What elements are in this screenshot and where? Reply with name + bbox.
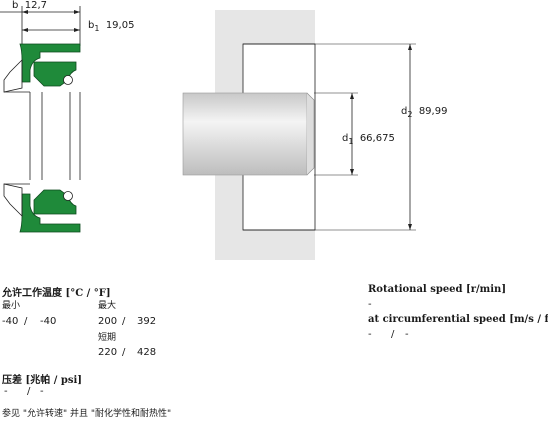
- circumferential-speed-a: -: [368, 329, 372, 340]
- d1-dimension-label: d1 66,675: [342, 133, 395, 146]
- d1-value: 66,675: [359, 133, 395, 144]
- temperature-min-sep: /: [24, 316, 28, 327]
- d2-value: 89,99: [418, 106, 448, 117]
- circumferential-speed-sep: /: [391, 329, 395, 340]
- temperature-max-f: 392: [137, 316, 157, 327]
- b1-value: 19,05: [105, 20, 135, 31]
- pressure-sep: /: [27, 386, 31, 397]
- d2-symbol: d: [401, 106, 408, 117]
- circumferential-speed-heading: at circumferential speed [m/s / ft/s]: [368, 314, 548, 325]
- d1-subscript: 1: [348, 137, 354, 146]
- seal-lower-profile: [3, 183, 81, 233]
- circumferential-speed-b: -: [405, 329, 409, 340]
- temperature-heading: 允许工作温度 [°C / °F]: [2, 288, 111, 299]
- pressure-value-a: -: [4, 386, 8, 397]
- b-dimension-label: b 12,7: [12, 0, 47, 11]
- shaft: [182, 92, 308, 176]
- d2-dimension-label: d2 89,99: [401, 106, 447, 119]
- temperature-min-c: -40: [2, 316, 19, 327]
- b1-symbol: b: [88, 20, 95, 31]
- temperature-max-sep: /: [122, 316, 126, 327]
- temperature-min-f: -40: [40, 316, 57, 327]
- temperature-min-label: 最小: [2, 301, 21, 311]
- seal-section-drawing: [0, 6, 81, 233]
- pressure-heading: 压差 [兆帕 / psi]: [2, 375, 82, 386]
- b1-dimension-label: b1 19,05: [88, 20, 134, 33]
- b1-subscript: 1: [94, 24, 100, 33]
- d2-subscript: 2: [407, 110, 413, 119]
- pressure-value-b: -: [40, 386, 44, 397]
- footnote: 参见 "允许转速" 并且 "耐化学性和耐热性": [2, 409, 172, 419]
- rotational-speed-heading: Rotational speed [r/min]: [368, 284, 507, 295]
- temperature-short-sep: /: [122, 347, 126, 358]
- temperature-max-label: 最大: [98, 301, 117, 311]
- seal-upper-profile: [3, 43, 81, 93]
- b-value: 12,7: [24, 0, 47, 11]
- temperature-short-c: 220: [98, 347, 118, 358]
- temperature-short-f: 428: [137, 347, 157, 358]
- d1-symbol: d: [342, 133, 349, 144]
- temperature-max-c: 200: [98, 316, 118, 327]
- temperature-short-label: 短期: [98, 333, 117, 343]
- rotational-speed-value: -: [368, 299, 372, 310]
- b-symbol: b: [12, 0, 19, 11]
- installation-drawing: [182, 10, 416, 260]
